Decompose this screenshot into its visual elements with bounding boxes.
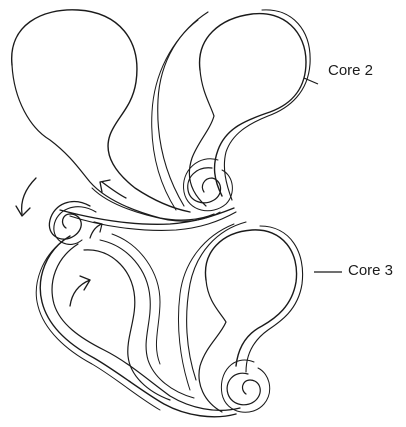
core2-label: Core 2 xyxy=(328,62,373,79)
core3-lobe xyxy=(178,222,302,412)
upper-left-lobe xyxy=(12,10,220,221)
central-band xyxy=(60,208,236,230)
lower-left-lobe xyxy=(36,234,240,417)
left-curl xyxy=(49,202,96,245)
core3-label: Core 3 xyxy=(348,262,393,279)
core2-lobe xyxy=(152,10,310,211)
